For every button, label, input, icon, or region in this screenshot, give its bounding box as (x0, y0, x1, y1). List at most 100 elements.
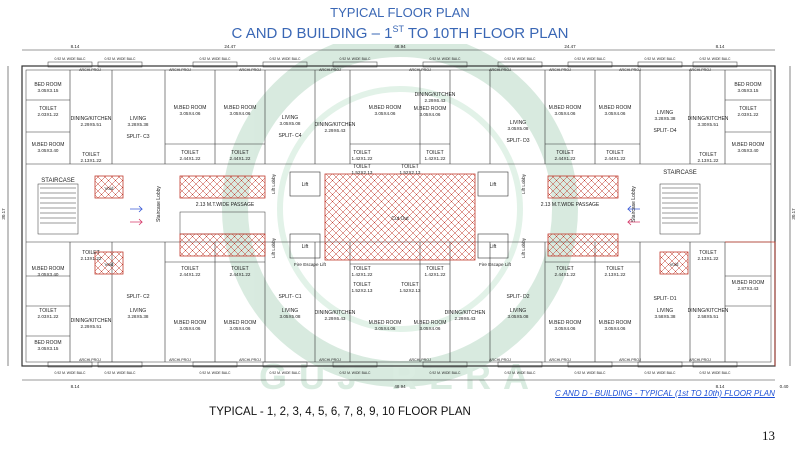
balcony-label-top: 0.92 M. WIDE BALC (105, 57, 136, 61)
room-bottom-16-size: 3.05X4.06 (375, 326, 396, 331)
balcony-top (422, 61, 468, 68)
room-top-11-name: LIVING (282, 115, 299, 121)
archi-proj-bottom: ARCHI.PROJ (79, 358, 101, 362)
lift-label-bottom: Lift (302, 244, 309, 250)
lift-left-bottom (289, 233, 321, 259)
balcony-top (567, 61, 613, 68)
room-top-30-name: BED ROOM (734, 82, 761, 88)
lift-lobby-left: Lift Lobby (271, 173, 276, 194)
balcony-bottom (637, 361, 683, 368)
room-bottom-18-size: 1.42X1.22 (425, 272, 446, 277)
plan-subtitle: C AND D BUILDING – 1ST TO 10TH FLOOR PLA… (0, 24, 800, 42)
room-bottom-7-name: TOILET (181, 266, 198, 272)
room-top-1-size: 2.03X1.22 (38, 112, 59, 117)
room-top-29-name: DINING/KITCHEN (688, 116, 729, 122)
rera-watermark: GUJ RERA (222, 44, 578, 397)
fire-lift-left: Fire Escape Lift (294, 262, 327, 267)
dim-height: 30.17 (1, 208, 6, 220)
room-bottom-14-size: 1.42X1.22 (352, 272, 373, 277)
room-bottom-21-name: SPLIT- D2 (506, 294, 529, 300)
room-bottom-23-size: 2.44X1.22 (555, 272, 576, 277)
room-bottom-4-name: DINING/KITCHEN (71, 318, 112, 324)
exit-arrow (627, 218, 640, 226)
watermark-text: GUJ RERA (259, 356, 541, 397)
balcony-label-bottom: 0.92 M. WIDE BALC (645, 371, 676, 375)
balcony-label-bottom: 0.92 M. WIDE BALC (270, 371, 301, 375)
cut-out (324, 173, 476, 261)
void-right-top (547, 175, 619, 199)
dim-end-left-bottom: 8.14 (71, 384, 80, 389)
room-bottom-0-size: 2.13X1.22 (81, 256, 102, 261)
cut-out-label: Cut Out (391, 216, 409, 222)
room-bottom-29-size: 2.58X5.51 (698, 314, 719, 319)
room-bottom-18-name: TOILET (426, 266, 443, 272)
dim-half-left: 24.47 (224, 44, 236, 49)
archi-proj-top: ARCHI.PROJ (619, 68, 641, 72)
balcony-label-bottom: 0.92 M. WIDE BALC (200, 371, 231, 375)
room-bottom-13-name: DINING/KITCHEN (315, 310, 356, 316)
balcony-top (192, 61, 238, 68)
staircase-lobby-right: Staircase Lobby (631, 186, 637, 222)
room-top-33-name: TOILET (699, 152, 716, 158)
staircase-right-box (659, 183, 701, 235)
room-bottom-25-name: M.BED ROOM (549, 320, 582, 326)
room-bottom-12-name: LIVING (282, 308, 299, 314)
balcony-label-top: 0.92 M. WIDE BALC (55, 57, 86, 61)
lift-lobby-left-bottom: Lift Lobby (271, 237, 276, 258)
passage-right-label: 2.13 M.T.WIDE PASSAGE (541, 202, 600, 208)
building-inner-wall (25, 69, 772, 363)
balcony-label-bottom: 0.92 M. WIDE BALC (430, 371, 461, 375)
room-top-9-name: TOILET (181, 150, 198, 156)
room-bottom-6-size: 3.28X5.38 (128, 314, 149, 319)
lift-label-bottom-right: Lift (490, 244, 497, 250)
balcony-label-bottom: 0.92 M. WIDE BALC (340, 371, 371, 375)
room-bottom-25-size: 3.05X4.06 (555, 326, 576, 331)
room-bottom-16-name: M.BED ROOM (369, 320, 402, 326)
room-top-16-size: 1.52X2.13 (352, 170, 373, 175)
room-top-13-name: DINING/KITCHEN (315, 122, 356, 128)
room-bottom-22-size: 3.05X5.08 (508, 314, 529, 319)
room-top-21-size: 3.05X5.08 (508, 126, 529, 131)
balcony-label-bottom: 0.92 M. WIDE BALC (105, 371, 136, 375)
room-bottom-0-name: TOILET (82, 250, 99, 256)
lift-label-right: Lift (490, 182, 497, 188)
room-top-1-name: TOILET (39, 106, 56, 112)
room-top-12-name: SPLIT- C4 (278, 133, 301, 139)
room-top-32-name: M.BED ROOM (732, 142, 765, 148)
archi-proj-top: ARCHI.PROJ (549, 68, 571, 72)
balcony-label-top: 0.92 M. WIDE BALC (200, 57, 231, 61)
room-top-27-name: LIVING (657, 110, 674, 116)
dim-end-small: 0.40 (780, 384, 789, 389)
room-top-8-name: M.BED ROOM (224, 105, 257, 111)
room-top-3-size: 2.29X5.51 (81, 122, 102, 127)
void-small-left (94, 175, 124, 199)
balcony-label-bottom: 0.92 M. WIDE BALC (55, 371, 86, 375)
archi-proj-bottom: ARCHI.PROJ (239, 358, 261, 362)
staircase-left-box (37, 183, 79, 235)
room-top-15-name: TOILET (353, 150, 370, 156)
room-bottom-17-name: TOILET (401, 282, 418, 288)
dim-half-right: 24.47 (564, 44, 576, 49)
room-bottom-31-name: M.BED ROOM (732, 280, 765, 286)
plan-geometry (7, 49, 791, 381)
room-bottom-8-name: TOILET (231, 266, 248, 272)
room-bottom-30-name: TOILET (699, 250, 716, 256)
floor-list-caption: TYPICAL - 1, 2, 3, 4, 5, 6, 7, 8, 9, 10 … (209, 406, 471, 418)
room-top-20-size: 1.42X1.22 (425, 156, 446, 161)
room-bottom-30-size: 2.13X1.22 (698, 256, 719, 261)
building-outline (21, 65, 776, 367)
room-top-2-size: 3.05X3.40 (38, 148, 59, 153)
drawing-caption: C AND D - BUILDING - TYPICAL (1st TO 10t… (555, 389, 775, 398)
room-bottom-24-name: TOILET (606, 266, 623, 272)
void-label-bottom: Void (105, 262, 114, 267)
void-label: Void (105, 186, 114, 191)
balcony-top (47, 61, 93, 68)
archi-proj-top: ARCHI.PROJ (409, 68, 431, 72)
room-bottom-19-name: M.BED ROOM (414, 320, 447, 326)
room-bottom-20-size: 2.29X6.43 (455, 316, 476, 321)
archi-proj-bottom: ARCHI.PROJ (409, 358, 431, 362)
archi-proj-bottom: ARCHI.PROJ (319, 358, 341, 362)
room-top-4-name: LIVING (130, 116, 147, 122)
